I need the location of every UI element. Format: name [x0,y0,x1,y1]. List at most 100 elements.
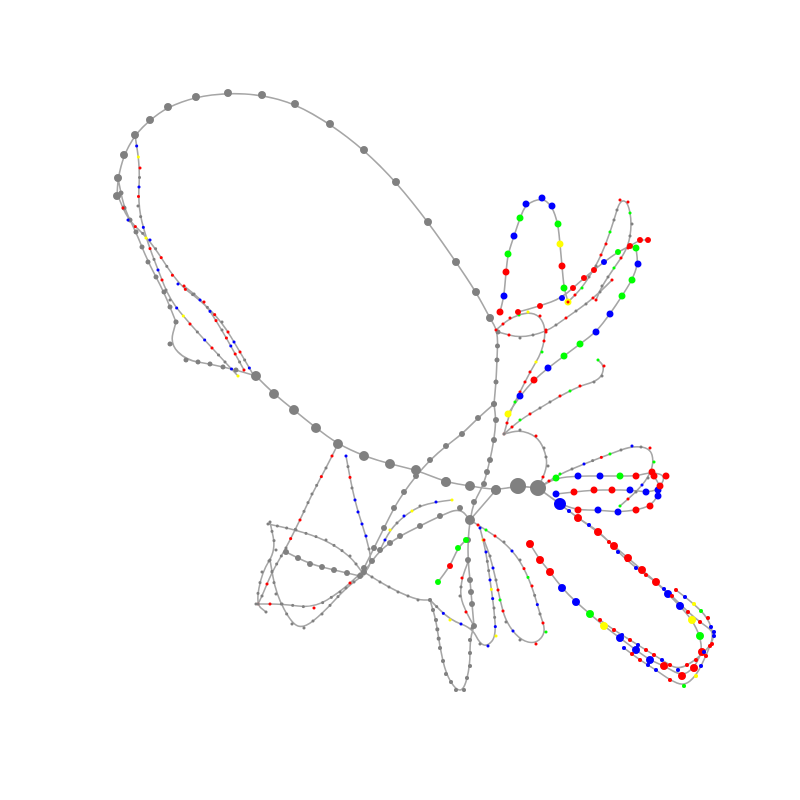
graph-node-gray [139,215,143,219]
graph-node-yellow [688,616,696,624]
graph-node-gray [223,360,227,364]
graph-node-gray [538,612,542,616]
graph-node-gray [331,567,337,573]
graph-node-gray [459,585,463,589]
graph-node-red [558,262,566,270]
graph-node-red [598,618,602,622]
graph-node-red [628,638,632,642]
graph-node-gray [136,204,140,208]
graph-node-blue [247,366,251,370]
graph-node-gray [324,466,328,470]
graph-node-gray [452,258,460,266]
graph-node-gray [139,244,145,250]
graph-node-gray [437,513,443,519]
graph-node-red [632,506,640,514]
graph-node-blue [660,658,664,662]
graph-edge [267,523,363,573]
graph-node-red [648,446,652,450]
graph-node-gray [224,89,232,97]
graph-node-red [159,256,163,260]
graph-node-red [570,488,578,496]
graph-node-gray [164,288,168,292]
graph-node-gray [488,554,492,558]
graph-node-red [534,642,538,646]
graph-node-blue [592,328,600,336]
graph-node-gray [504,620,508,624]
graph-node-gray [289,405,299,415]
graph-node-yellow [556,240,564,248]
graph-node-gray [570,467,574,471]
graph-node-gray [264,610,268,614]
graph-node-gray [243,358,247,362]
graph-node-gray [220,328,224,332]
graph-node-gray [612,218,616,222]
graph-node-gray [469,601,475,607]
graph-node-blue [229,344,233,348]
graph-node-red [644,573,648,577]
graph-node-gray [443,443,449,449]
graph-node-gray [320,612,324,616]
graph-node-green [608,230,612,234]
graph-node-gray [416,598,420,602]
graph-node-yellow [694,674,698,678]
graph-node-gray [324,538,328,542]
graph-node-gray [600,284,604,288]
graph-node-green [554,220,562,228]
graph-node-red [573,293,577,297]
graph-node-gray [468,651,472,655]
graph-node-gray [270,529,274,533]
graph-node-blue [622,646,626,650]
graph-node-blue [364,534,368,538]
graph-node-red [507,333,511,337]
graph-node-gray [378,548,382,552]
graph-node-gray [340,549,344,553]
graph-node-green [628,276,636,284]
graph-node-gray [510,478,526,494]
graph-node-red [654,580,658,584]
graph-node-blue [441,611,445,615]
graph-node-gray [428,598,432,602]
graph-node-gray [468,589,474,595]
graph-node-gray [574,309,578,313]
graph-node-gray [302,509,306,513]
graph-edge [257,573,361,608]
graph-node-gray [434,618,438,622]
graph-node-red [330,454,334,458]
graph-edges [116,92,714,691]
graph-node-red [652,653,656,657]
graph-edge [503,430,548,489]
graph-node-blue [594,506,602,514]
graph-node-red [566,300,570,304]
graph-node-gray [348,554,352,558]
graph-node-gray [494,578,498,582]
graph-node-gray [332,543,336,547]
graph-node-gray [487,569,491,573]
graph-node-gray [413,473,419,479]
graph-node-gray [600,374,604,378]
graph-node-red [528,370,532,374]
graph-node-gray [207,361,213,367]
graph-node-red [501,609,505,613]
graph-node-gray [472,624,476,628]
graph-node-yellow [144,236,148,240]
graph-node-gray [285,612,289,616]
graph-node-red [496,588,500,592]
graph-node-gray [378,580,382,584]
graph-node-gray [258,91,266,99]
graph-node-red [576,516,580,520]
graph-node-gray [118,190,124,196]
graph-node-red [536,556,544,564]
graph-node-red [238,350,242,354]
graph-node-red [578,384,582,388]
graph-node-gray [542,446,546,450]
graph-node-red [530,376,538,384]
graph-node-gray [260,570,264,574]
graph-node-gray [165,264,169,268]
graph-edge [345,455,372,575]
graph-node-gray [258,581,262,585]
graph-node-gray [120,151,128,159]
graph-node-red [289,537,293,541]
graph-node-red [312,606,316,610]
graph-node-red [607,540,611,544]
